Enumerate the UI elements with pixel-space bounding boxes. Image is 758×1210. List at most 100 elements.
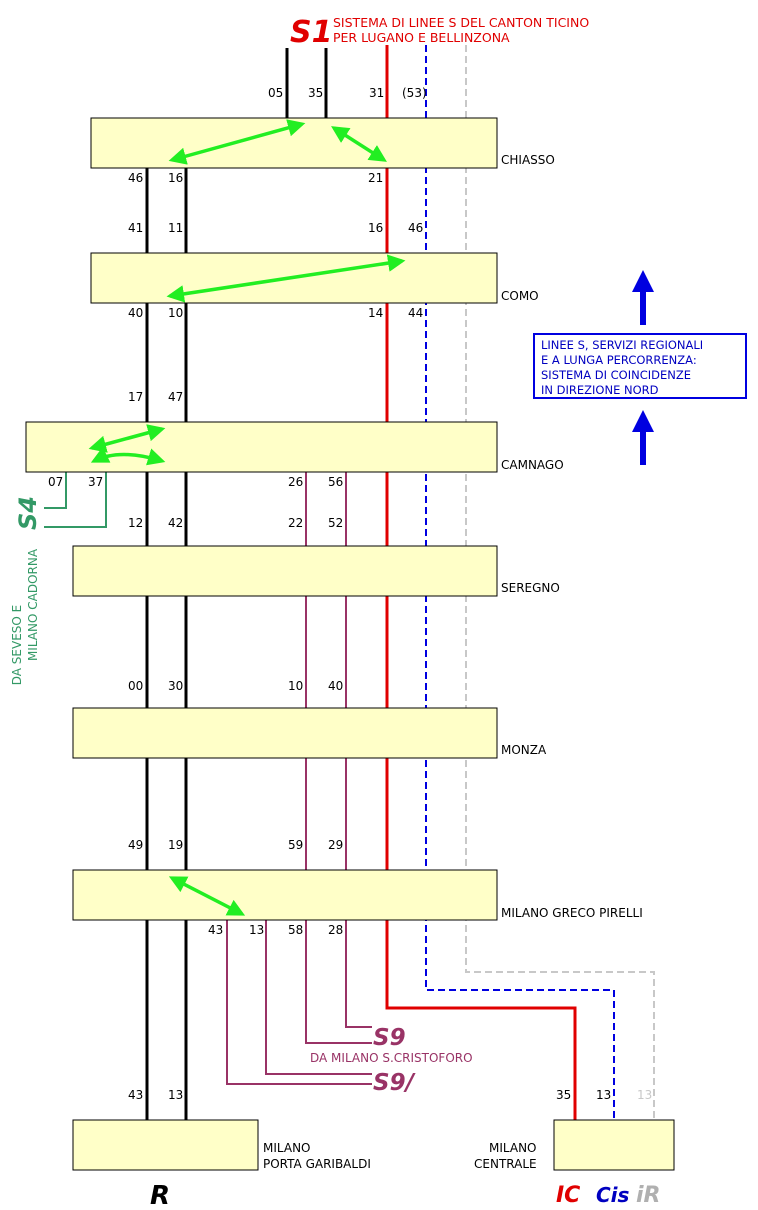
time-label: 05	[268, 86, 283, 100]
time-label: 59	[288, 838, 303, 852]
time-label: 16	[168, 171, 183, 185]
time-label: (53)	[402, 86, 427, 100]
time-label: 16	[368, 221, 383, 235]
station-garibaldi-1: MILANO	[263, 1141, 310, 1155]
time-label: 31	[369, 86, 384, 100]
grey-ir-line	[465, 45, 655, 1120]
time-label: 37	[88, 475, 103, 489]
legend-line-3: SISTEMA DI COINCIDENZE	[541, 368, 691, 382]
arrow-chiasso-2	[331, 126, 387, 162]
box-garibaldi	[72, 1119, 259, 1171]
time-label: 42	[168, 516, 183, 530]
times-seregno-above: 12 42 22 52	[128, 516, 343, 530]
times-camnago-below: 07 37 26 56	[48, 475, 343, 489]
s9b-label: S9/	[373, 1070, 416, 1096]
time-label: 17	[128, 390, 143, 404]
time-label: 19	[168, 838, 183, 852]
times-como-above: 41 11 16 46	[128, 221, 423, 235]
station-seregno: SEREGNO	[501, 581, 560, 595]
time-label: 22	[288, 516, 303, 530]
times-como-below: 40 10 14 44	[128, 306, 423, 320]
station-greco: MILANO GRECO PIRELLI	[501, 906, 643, 920]
times-greco-above: 49 19 59 29	[128, 838, 343, 852]
time-label: 21	[368, 171, 383, 185]
blue-cis-line	[425, 45, 615, 1120]
ic-category-label: IC	[556, 1183, 580, 1208]
north-arrow-icon-top	[632, 270, 654, 325]
ir-category-label: iR	[636, 1183, 660, 1208]
cis-category-label: Cis	[596, 1183, 630, 1207]
times-top: 05 35 31 (53)	[268, 86, 427, 100]
time-label: 07	[48, 475, 63, 489]
box-seregno	[72, 545, 498, 597]
time-label: 13	[637, 1088, 652, 1102]
time-label: 58	[288, 923, 303, 937]
station-centrale-1: MILANO	[489, 1141, 536, 1155]
time-label: 35	[308, 86, 323, 100]
time-label: 47	[168, 390, 183, 404]
time-label: 14	[368, 306, 383, 320]
arrow-greco	[168, 876, 246, 916]
time-label: 10	[168, 306, 183, 320]
time-label: 43	[128, 1088, 143, 1102]
times-greco-below: 43 13 58 28	[208, 923, 343, 937]
legend-box: LINEE S, SERVIZI REGIONALI E A LUNGA PER…	[533, 333, 747, 399]
box-centrale	[553, 1119, 675, 1171]
times-chiasso-below: 46 16 21	[128, 171, 383, 185]
s1-line-label: S1	[290, 15, 332, 50]
time-label: 43	[208, 923, 223, 937]
time-label: 10	[288, 679, 303, 693]
time-label: 35	[556, 1088, 571, 1102]
time-label: 13	[168, 1088, 183, 1102]
legend-line-2: E A LUNGA PERCORRENZA:	[541, 353, 697, 367]
s4-label: S4	[14, 496, 42, 530]
time-label: 40	[328, 679, 343, 693]
time-label: 29	[328, 838, 343, 852]
station-monza: MONZA	[501, 743, 547, 757]
time-label: 40	[128, 306, 143, 320]
times-centrale-above: 35 13 13	[556, 1088, 652, 1102]
station-garibaldi-2: PORTA GARIBALDI	[263, 1157, 371, 1171]
s4-origin-2: MILANO CADORNA	[26, 548, 40, 661]
arrow-como	[166, 254, 406, 303]
arrow-chiasso-1	[168, 119, 306, 165]
s4-origin-1: DA SEVESO E	[10, 605, 24, 686]
legend-line-4: IN DIREZIONE NORD	[541, 383, 659, 397]
times-garibaldi-above: 43 13	[128, 1088, 183, 1102]
time-label: 44	[408, 306, 423, 320]
time-label: 46	[408, 221, 423, 235]
arrow-camnago-2	[90, 446, 166, 466]
time-label: 30	[168, 679, 183, 693]
time-label: 46	[128, 171, 143, 185]
time-label: 13	[596, 1088, 611, 1102]
time-label: 26	[288, 475, 303, 489]
s4-lines	[44, 472, 107, 528]
time-label: 41	[128, 221, 143, 235]
s9-label: S9	[373, 1025, 406, 1051]
legend-line-1: LINEE S, SERVIZI REGIONALI	[541, 338, 704, 352]
time-label: 13	[249, 923, 264, 937]
time-label: 12	[128, 516, 143, 530]
time-label: 49	[128, 838, 143, 852]
station-names: CHIASSO COMO CAMNAGO SEREGNO MONZA MILAN…	[263, 153, 643, 1171]
north-arrow-icon-bottom	[632, 410, 654, 465]
time-label: 28	[328, 923, 343, 937]
time-label: 56	[328, 475, 343, 489]
time-label: 00	[128, 679, 143, 693]
station-chiasso: CHIASSO	[501, 153, 555, 167]
station-boxes	[25, 117, 675, 1171]
box-monza	[72, 707, 498, 759]
regional-category-label: R	[150, 1181, 170, 1210]
black-regional-lines	[145, 48, 328, 1120]
station-camnago: CAMNAGO	[501, 458, 564, 472]
time-label: 52	[328, 516, 343, 530]
s9-lines	[226, 472, 372, 1085]
times-camnago-above: 17 47	[128, 390, 183, 404]
red-ic-line	[385, 45, 577, 1120]
times-monza-above: 00 30 10 40	[128, 679, 343, 693]
connection-arrows	[88, 119, 406, 916]
station-como: COMO	[501, 289, 539, 303]
station-centrale-2: CENTRALE	[474, 1157, 537, 1171]
box-greco	[72, 869, 498, 921]
